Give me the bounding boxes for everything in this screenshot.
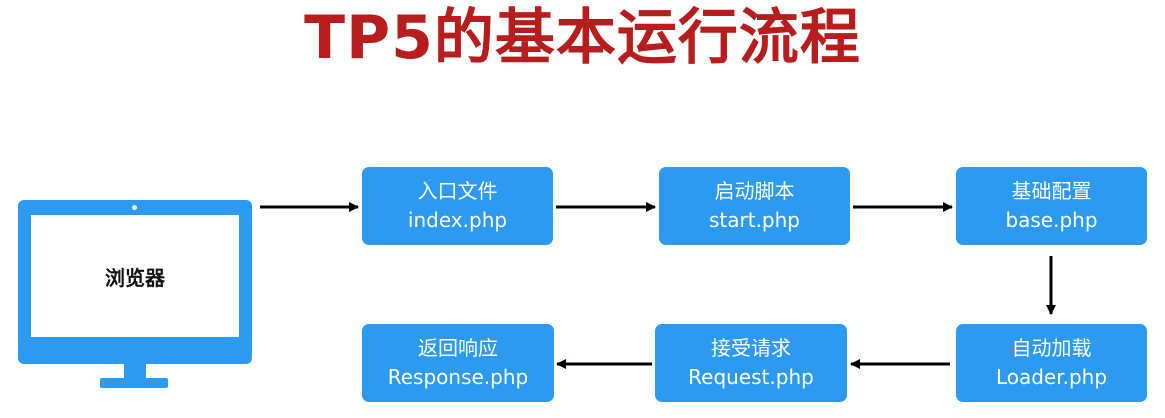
step-file: index.php bbox=[407, 208, 508, 232]
step-title: 基础配置 bbox=[1011, 179, 1092, 203]
browser-label: 浏览器 bbox=[105, 265, 165, 290]
monitor-stand-base bbox=[100, 378, 168, 388]
step-title: 接受请求 bbox=[711, 336, 791, 360]
browser-monitor-icon: 浏览器 bbox=[18, 200, 252, 364]
monitor-stand-neck bbox=[124, 362, 146, 380]
step-box-response: 返回响应 Response.php bbox=[362, 324, 554, 402]
step-box-loader: 自动加载 Loader.php bbox=[956, 324, 1147, 402]
step-file: Request.php bbox=[688, 365, 814, 389]
step-box-request: 接受请求 Request.php bbox=[655, 324, 847, 402]
step-box-start: 启动脚本 start.php bbox=[659, 167, 850, 245]
step-box-base: 基础配置 base.php bbox=[956, 167, 1147, 245]
monitor-screen: 浏览器 bbox=[31, 215, 239, 337]
step-file: Response.php bbox=[387, 365, 529, 389]
page-title: TP5的基本运行流程 bbox=[304, 3, 861, 73]
step-box-index: 入口文件 index.php bbox=[362, 167, 553, 245]
monitor-camera-dot bbox=[132, 205, 137, 210]
step-title: 返回响应 bbox=[418, 336, 498, 360]
step-title: 自动加载 bbox=[1011, 336, 1092, 360]
step-file: base.php bbox=[1005, 208, 1098, 232]
step-title: 入口文件 bbox=[417, 179, 498, 203]
step-file: Loader.php bbox=[995, 365, 1108, 389]
step-file: start.php bbox=[708, 208, 800, 232]
step-title: 启动脚本 bbox=[714, 179, 795, 203]
